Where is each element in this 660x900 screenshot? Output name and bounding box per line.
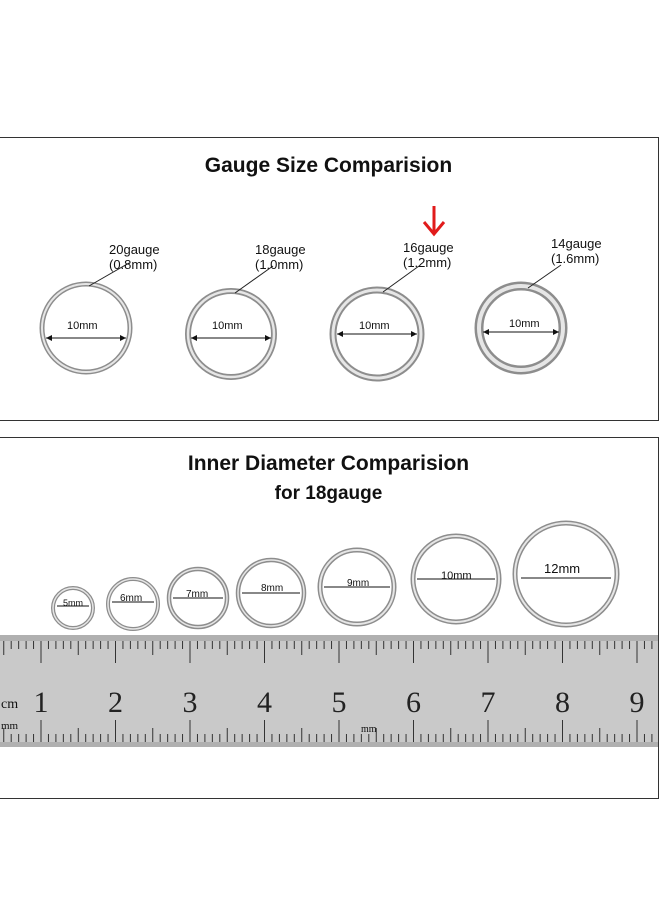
- gauge-name: 14gauge: [551, 236, 602, 251]
- subtitle-prefix: for: [274, 483, 306, 504]
- ring-size-label: 8mm: [261, 583, 284, 594]
- gauge-rings-graphic: [39, 206, 568, 382]
- gauge-name: 20gauge: [109, 242, 160, 257]
- ring-16gauge: [329, 265, 425, 382]
- ruler-number: 8: [555, 686, 570, 719]
- ring-18gauge: [185, 265, 277, 380]
- gauge-thickness: (1.0mm): [255, 257, 304, 272]
- gauge-label-20: 20gauge (0.8mm): [109, 242, 160, 272]
- highlight-arrow-icon: [422, 206, 446, 237]
- ring-size-label: 5mm: [63, 598, 83, 608]
- gauge-label-16: 16gauge (1.2mm): [403, 240, 454, 270]
- ring-10mm: [410, 533, 502, 625]
- diameter-section-subtitle: for 18gauge: [0, 483, 658, 505]
- diameter-comparison-panel: Inner Diameter Comparision for 18gauge: [0, 437, 659, 799]
- ring-diameter-label: 10mm: [359, 320, 390, 332]
- ring-size-label: 7mm: [186, 589, 209, 600]
- gauge-label-18: 18gauge (1.0mm): [255, 242, 306, 272]
- ring-diameter-label: 10mm: [509, 318, 540, 330]
- ring-diameter-label: 10mm: [212, 320, 243, 332]
- subtitle-gauge: 18gauge: [305, 483, 383, 504]
- ruler-number: 5: [331, 686, 347, 719]
- ruler-ticks: [3, 641, 653, 742]
- gauge-thickness: (1.2mm): [403, 255, 452, 270]
- ring-7mm: [166, 566, 230, 630]
- ruler-unit-cm: cm: [1, 697, 19, 712]
- ring-size-label: 6mm: [120, 593, 143, 604]
- ring-20gauge: [39, 262, 133, 375]
- ring-6mm: [106, 577, 160, 631]
- ring-8mm: [235, 557, 307, 629]
- gauge-comparison-panel: Gauge Size Comparision: [0, 137, 659, 421]
- ring-diameter-label: 10mm: [67, 320, 98, 332]
- ring-14gauge: [474, 264, 568, 375]
- ring-size-label: 10mm: [441, 570, 472, 582]
- ruler-unit-mm-mid: mm: [361, 724, 377, 735]
- ring-5mm: [51, 586, 95, 630]
- ring-size-label: 9mm: [347, 578, 370, 589]
- gauge-name: 18gauge: [255, 242, 306, 257]
- ring-12mm: [512, 520, 620, 628]
- ruler-number: 6: [406, 686, 421, 719]
- ruler-number: 1: [33, 686, 49, 719]
- diameter-section-title: Inner Diameter Comparision: [187, 452, 470, 475]
- gauge-section-title: Gauge Size Comparision: [204, 154, 453, 177]
- ruler-unit-mm-left: mm: [1, 720, 19, 732]
- ruler-number: 2: [108, 686, 123, 719]
- ring-size-label: 12mm: [544, 561, 581, 576]
- gauge-label-14: 14gauge (1.6mm): [551, 236, 602, 266]
- diameter-rings-graphic: [0, 520, 658, 747]
- ruler-number: 9: [629, 686, 645, 719]
- ruler: [0, 635, 658, 747]
- gauge-thickness: (1.6mm): [551, 251, 600, 266]
- ruler-number: 7: [480, 686, 496, 719]
- gauge-name: 16gauge: [403, 240, 454, 255]
- ring-9mm: [317, 547, 397, 627]
- ruler-number: 4: [257, 686, 272, 719]
- ruler-number: 3: [182, 686, 198, 719]
- gauge-thickness: (0.8mm): [109, 257, 158, 272]
